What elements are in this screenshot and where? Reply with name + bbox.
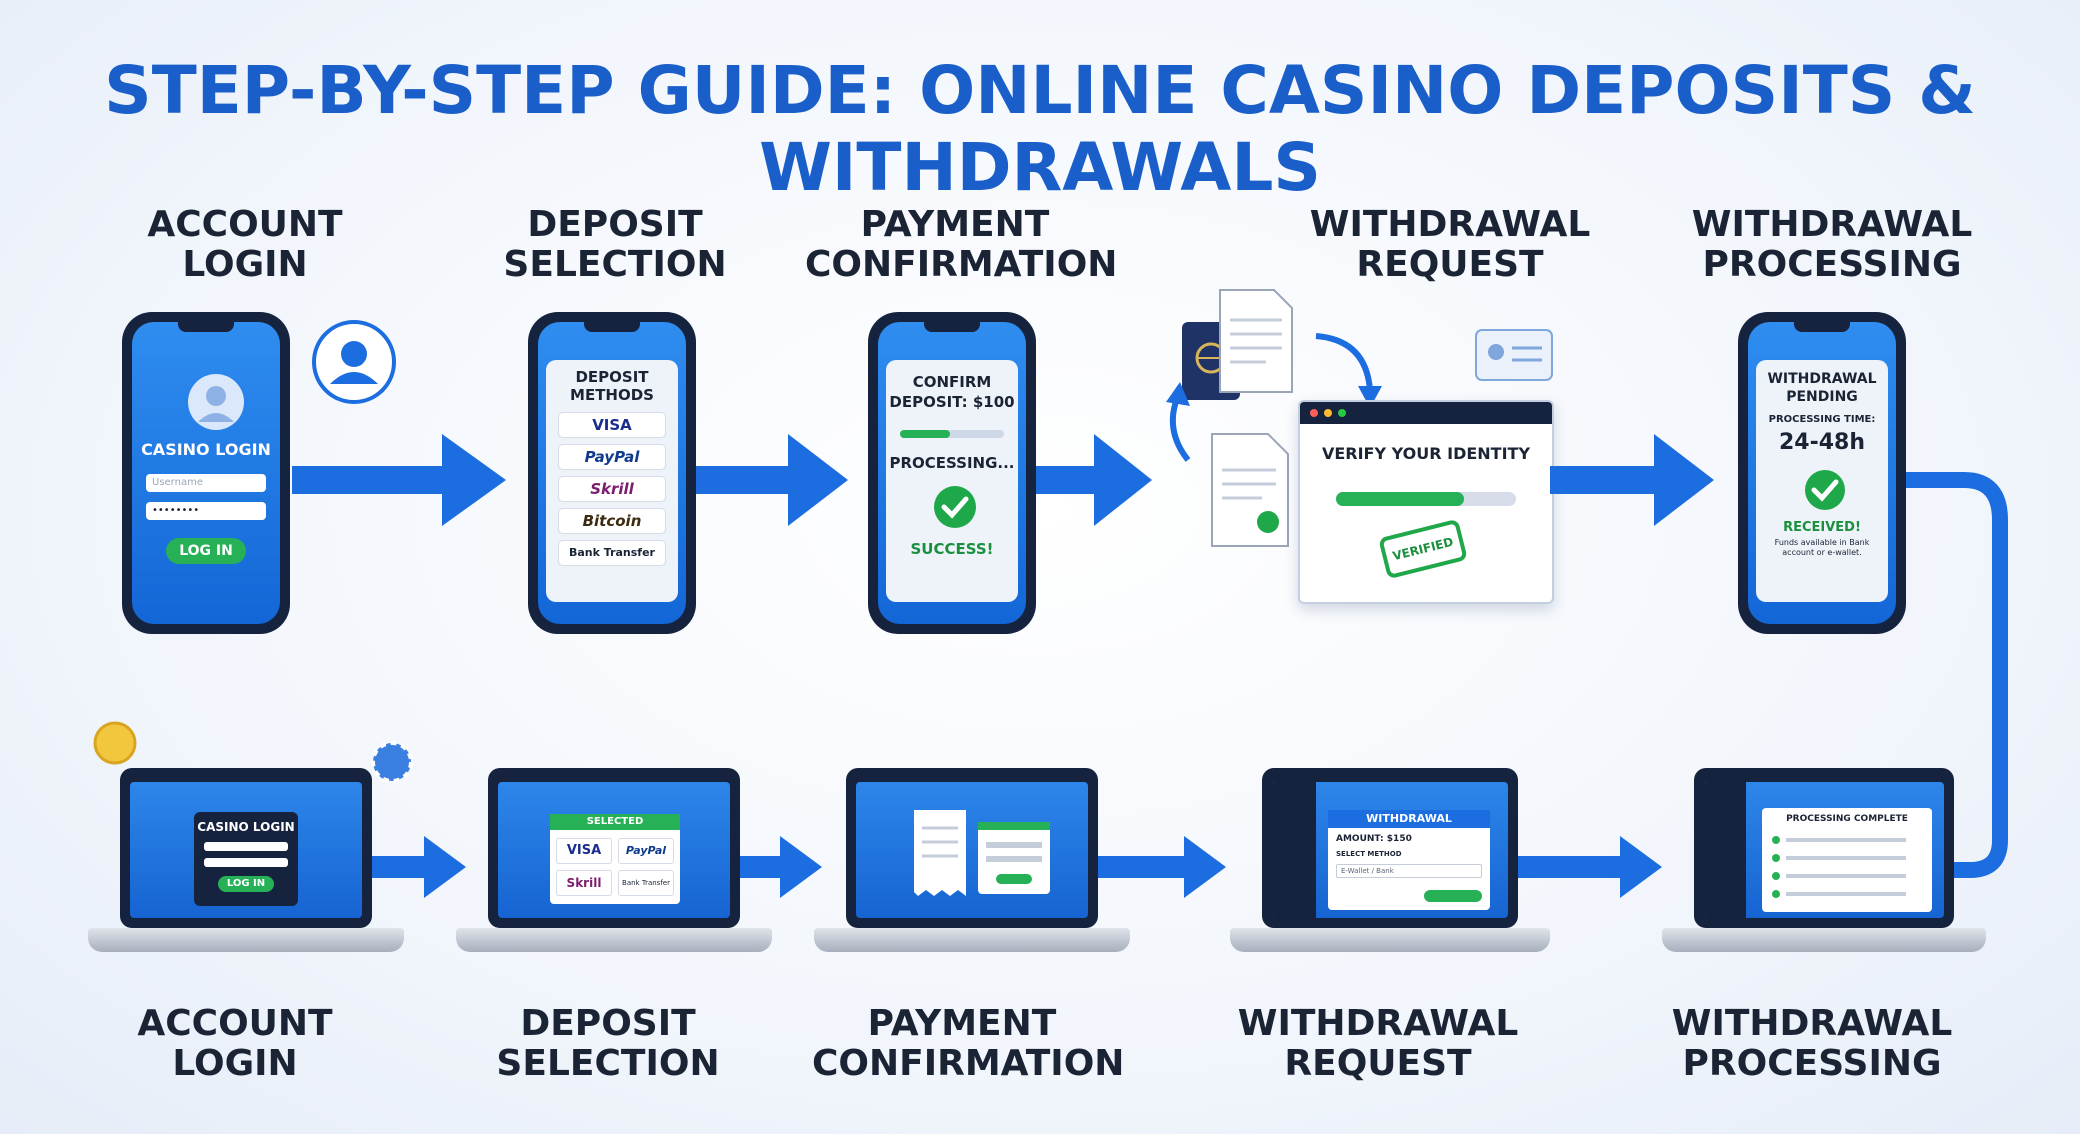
coin-icon bbox=[93, 721, 137, 765]
withdrawal-form-title: WITHDRAWAL bbox=[1328, 810, 1490, 828]
processing-text: PROCESSING... bbox=[889, 454, 1015, 472]
check-icon bbox=[1805, 470, 1845, 510]
bottom-arrow-3 bbox=[1098, 836, 1226, 898]
document-icon bbox=[1219, 289, 1293, 393]
check-icon bbox=[934, 486, 976, 528]
arrow-1 bbox=[292, 434, 506, 526]
user-icon bbox=[188, 374, 244, 430]
laptop-bank-option[interactable]: Bank Transfer bbox=[618, 870, 674, 896]
laptop-login-title: CASINO LOGIN bbox=[197, 820, 295, 834]
arrow-4 bbox=[1550, 434, 1714, 526]
selected-header: SELECTED bbox=[550, 814, 680, 830]
bottom-arrow-2 bbox=[740, 836, 822, 898]
bottom-arrow-1 bbox=[372, 836, 466, 898]
page-title: STEP-BY-STEP GUIDE: ONLINE CASINO DEPOSI… bbox=[104, 52, 1976, 206]
login-title: CASINO LOGIN bbox=[141, 440, 271, 459]
withdrawal-form: WITHDRAWAL AMOUNT: $150 SELECT METHOD E-… bbox=[1328, 810, 1490, 910]
poker-chip-icon bbox=[371, 741, 413, 783]
success-text: SUCCESS! bbox=[910, 540, 994, 558]
certificate-icon bbox=[1211, 433, 1289, 547]
visa-option[interactable]: VISA bbox=[558, 412, 666, 438]
processing-complete-title: PROCESSING COMPLETE bbox=[1786, 814, 1908, 824]
bitcoin-option[interactable]: Bitcoin bbox=[558, 508, 666, 534]
laptop-skrill-option[interactable]: Skrill bbox=[556, 870, 612, 896]
laptop-password-input[interactable] bbox=[204, 858, 288, 867]
funds-note: Funds available in Bank account or e-wal… bbox=[1774, 538, 1870, 557]
laptop-paypal-option[interactable]: PayPal bbox=[618, 838, 674, 864]
payment-card bbox=[978, 822, 1050, 894]
arrow-2 bbox=[696, 434, 848, 526]
submit-withdrawal-button[interactable] bbox=[1424, 890, 1482, 902]
verify-progress-bar bbox=[1336, 492, 1464, 506]
method-select[interactable]: E-Wallet / Bank bbox=[1336, 864, 1482, 878]
laptop-sidebar bbox=[1272, 782, 1316, 918]
user-avatar-icon bbox=[312, 320, 396, 404]
receipt-icon bbox=[914, 810, 966, 896]
id-card-icon bbox=[1475, 329, 1553, 381]
laptop-sidebar bbox=[1704, 782, 1746, 918]
arrow-3 bbox=[1036, 434, 1152, 526]
paypal-option[interactable]: PayPal bbox=[558, 444, 666, 470]
username-input[interactable]: Username bbox=[146, 474, 266, 492]
confirm-button[interactable] bbox=[996, 874, 1032, 884]
received-text: RECEIVED! bbox=[1783, 520, 1861, 535]
login-button[interactable]: LOG IN bbox=[166, 538, 246, 564]
connector-arrow bbox=[1906, 472, 2008, 878]
laptop-visa-option[interactable]: VISA bbox=[556, 838, 612, 864]
password-input[interactable]: •••••••• bbox=[146, 502, 266, 520]
phone-login: CASINO LOGIN Username •••••••• LOG IN bbox=[122, 312, 290, 634]
flow-curve-arrows bbox=[1166, 333, 1382, 462]
bank-transfer-option[interactable]: Bank Transfer bbox=[558, 540, 666, 566]
processing-time-label: PROCESSING TIME: bbox=[1768, 414, 1876, 425]
laptop-username-input[interactable] bbox=[204, 842, 288, 851]
progress-bar bbox=[900, 430, 950, 438]
complete-panel: PROCESSING COMPLETE bbox=[1762, 808, 1932, 912]
verify-window: VERIFY YOUR IDENTITY VERIFIED bbox=[1298, 400, 1554, 604]
select-method-label: SELECT METHOD bbox=[1336, 850, 1402, 858]
processing-time-value: 24-48h bbox=[1778, 430, 1866, 455]
verify-title: VERIFY YOUR IDENTITY bbox=[1321, 444, 1531, 463]
withdrawal-amount: AMOUNT: $150 bbox=[1336, 834, 1412, 844]
laptop-login-button[interactable]: LOG IN bbox=[218, 876, 274, 892]
verified-stamp: VERIFIED bbox=[1378, 518, 1468, 580]
bottom-arrow-4 bbox=[1518, 836, 1662, 898]
skrill-option[interactable]: Skrill bbox=[558, 476, 666, 502]
